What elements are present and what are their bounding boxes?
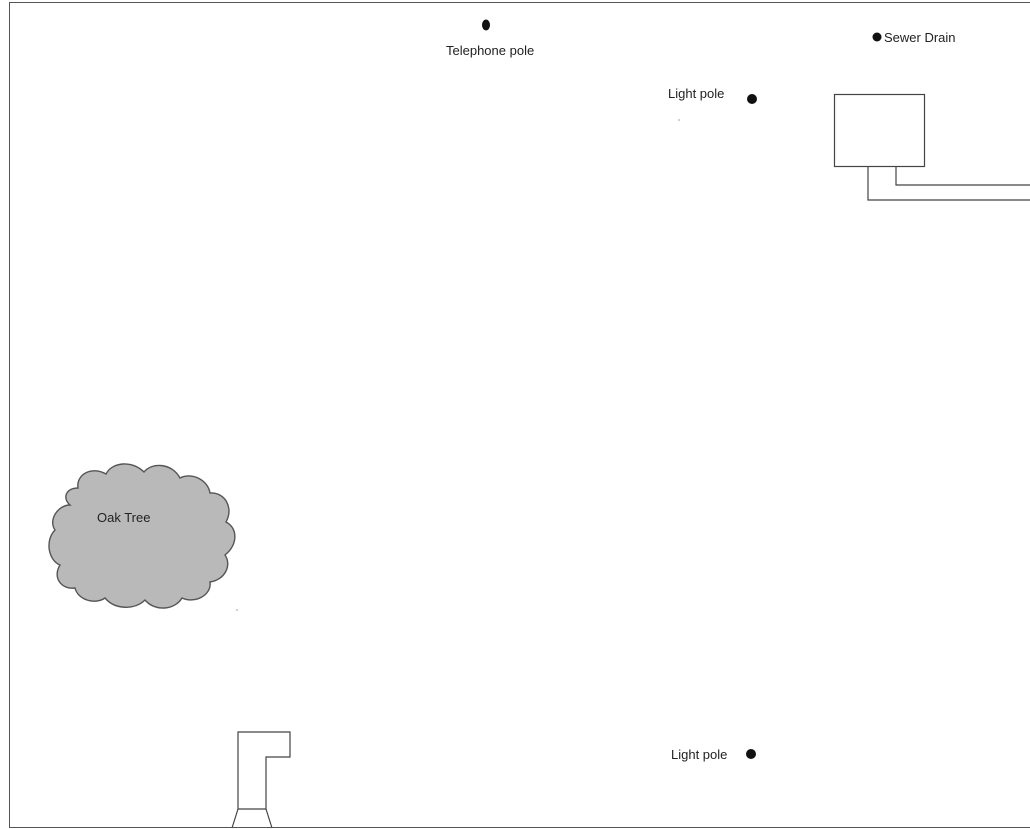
oak-tree-label: Oak Tree <box>97 510 150 526</box>
telephone-pole-label: Telephone pole <box>446 42 536 60</box>
scan-speck <box>236 609 238 611</box>
oak-tree-shape <box>49 464 235 608</box>
sewer-drain-label: Sewer Drain <box>884 30 956 46</box>
walkway-outer-line <box>868 167 1030 200</box>
chimney-base-right <box>266 809 272 828</box>
walkway-path <box>868 167 1030 200</box>
light-pole-top-marker-icon <box>747 94 757 104</box>
sewer-drain-marker-icon <box>873 33 882 42</box>
light-pole-bottom-label: Light pole <box>671 747 727 763</box>
light-pole-top-label: Light pole <box>668 86 724 102</box>
walkway-inner-line <box>896 167 1030 185</box>
building-outline <box>835 95 925 167</box>
chimney-structure <box>232 732 290 828</box>
light-pole-bottom-marker-icon <box>746 749 756 759</box>
telephone-pole-marker-icon <box>482 20 490 31</box>
scan-speck <box>678 119 680 121</box>
chimney-base-left <box>232 809 238 828</box>
chimney-outline <box>238 732 290 809</box>
